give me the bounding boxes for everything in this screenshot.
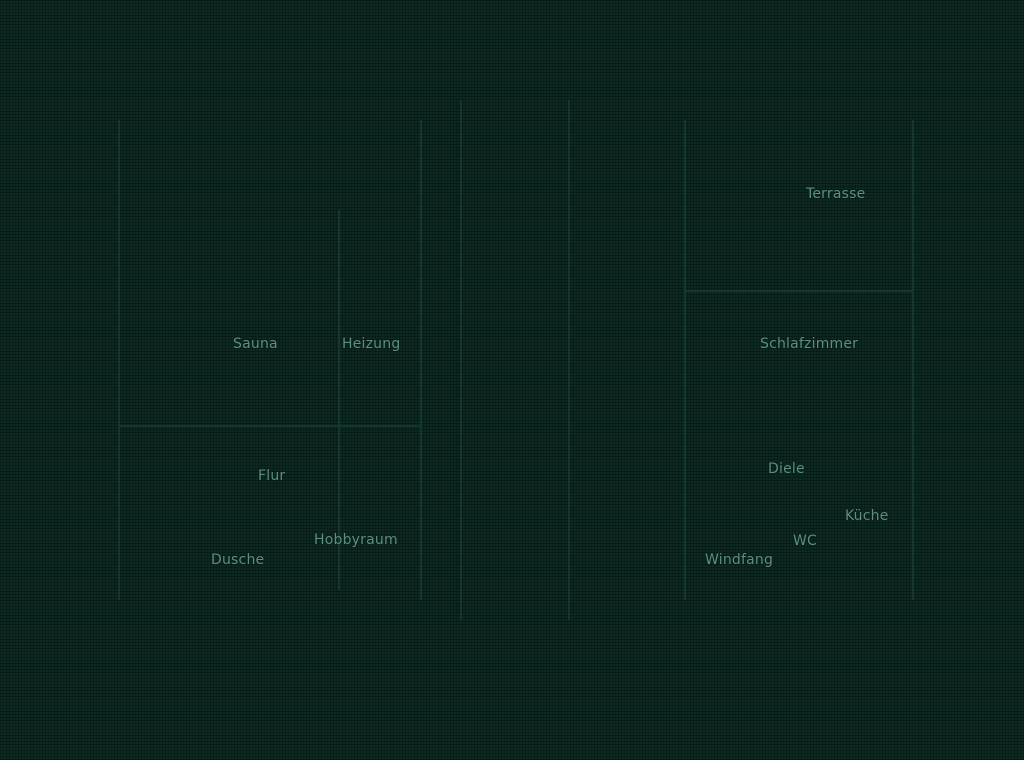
wall-left-inner [420,120,422,600]
room-label-hobbyraum[interactable]: Hobbyraum [314,532,398,548]
room-label-heizung[interactable]: Heizung [342,336,401,352]
room-label-wc[interactable]: WC [793,533,818,549]
wall-left-outer [118,120,120,600]
room-label-schlafzimmer[interactable]: Schlafzimmer [760,336,859,352]
wall-left-mid [118,425,420,427]
room-label-flur[interactable]: Flur [258,468,286,484]
room-label-diele[interactable]: Diele [768,461,805,477]
room-label-kueche[interactable]: Küche [845,508,889,524]
room-label-dusche[interactable]: Dusche [211,552,265,568]
wall-center-right [568,100,570,620]
wall-center-left [460,100,462,620]
wall-right-mid [684,290,912,292]
room-label-windfang[interactable]: Windfang [705,552,774,568]
wall-right-inner [684,120,686,600]
room-label-sauna[interactable]: Sauna [233,336,278,352]
room-label-terrasse[interactable]: Terrasse [806,186,866,202]
wall-right-outer [912,120,914,600]
wall-sauna-heizung [338,210,340,590]
